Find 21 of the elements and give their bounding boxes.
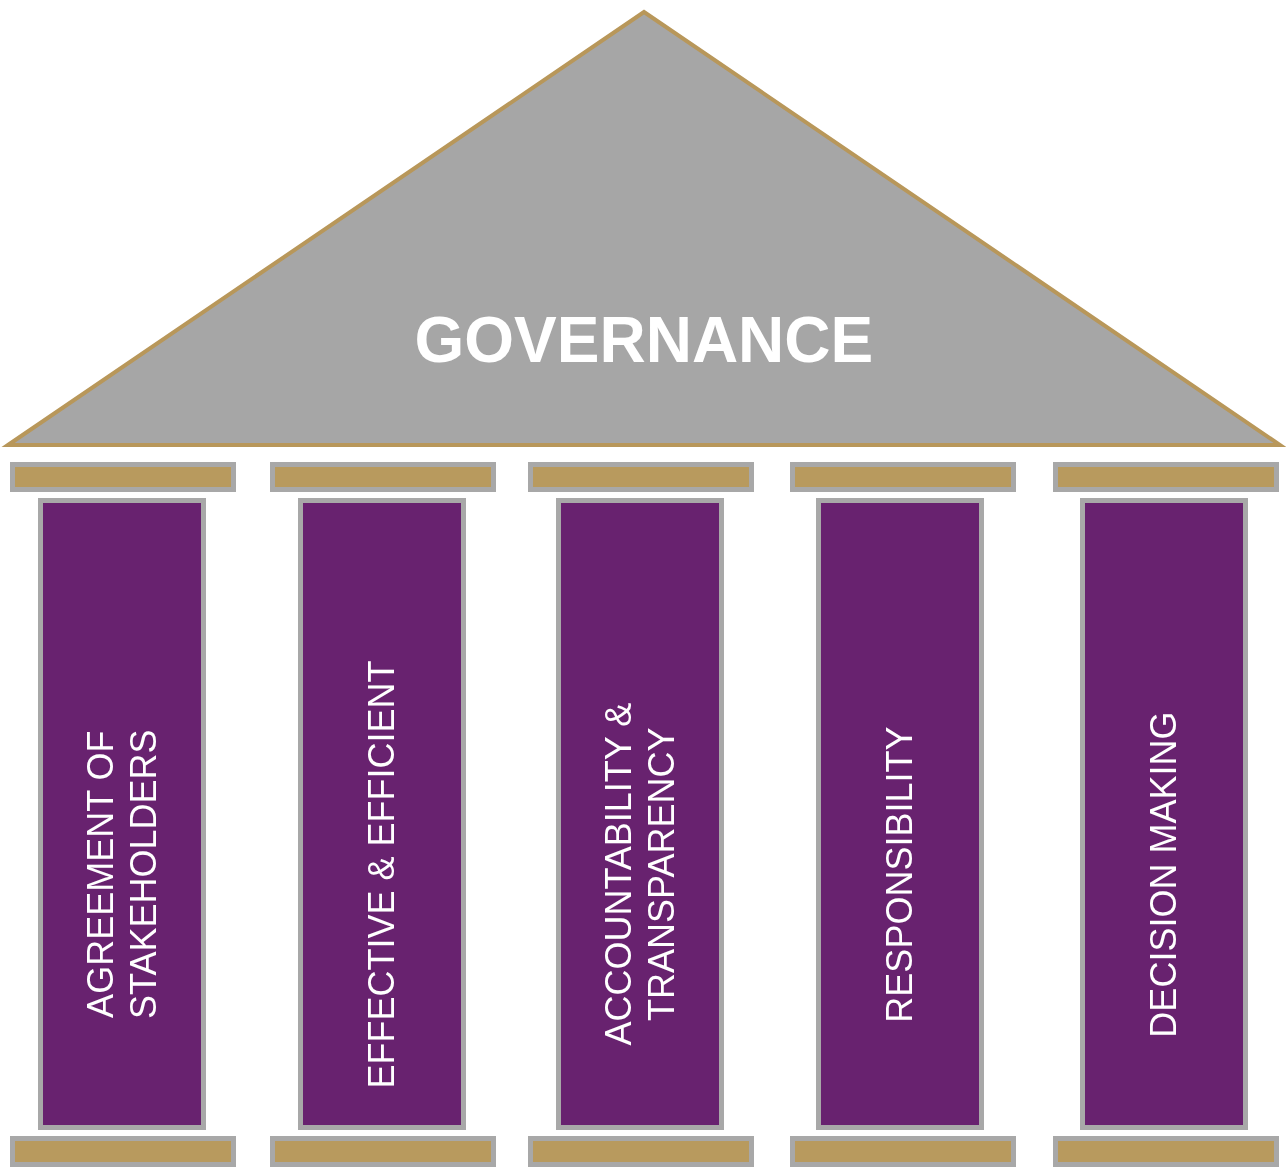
pillar [1080,498,1248,1130]
pillar-label: RESPONSIBILITY [878,725,922,1025]
pillar-capital [10,462,236,492]
pillar [298,498,466,1130]
pillar-capital [528,462,754,492]
pillar-base [270,1136,496,1167]
pillar-base [528,1136,754,1167]
pillar-label: ACCOUNTABILITY & TRANSPARENCY [596,701,683,1048]
pillar-capital [790,462,1016,492]
pillar-label: DECISION MAKING [1142,710,1186,1040]
pillar-base [1053,1136,1279,1167]
pillar-label: EFFECTIVE & EFFICIENT [360,659,404,1091]
pillar [556,498,724,1130]
pillar-capital [1053,462,1279,492]
pillar [38,498,206,1130]
pillar-base [10,1136,236,1167]
roof-title: GOVERNANCE [414,303,874,377]
pillar-label: AGREEMENT OF STAKEHOLDERS [78,728,165,1021]
pillar-capital [270,462,496,492]
pillar-base [790,1136,1016,1167]
pillar [816,498,984,1130]
